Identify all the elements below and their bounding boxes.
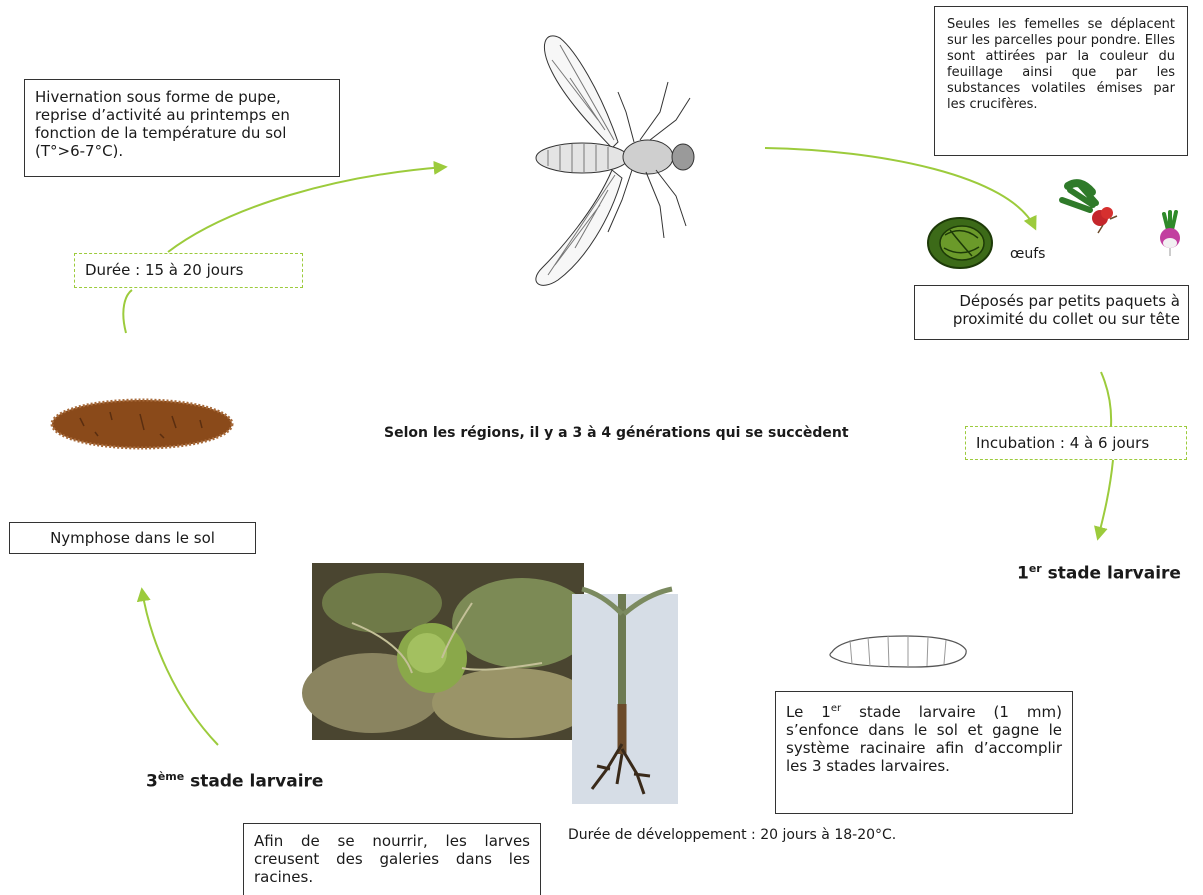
damaged-cabbage-photo — [312, 563, 584, 740]
stage3-number: 3 — [146, 772, 158, 792]
stage1-desc-a: Le 1 — [786, 703, 831, 721]
feeding-note: Afin de se nourrir, les larves creusent … — [243, 823, 541, 895]
feeding-text: Afin de se nourrir, les larves creusent … — [254, 832, 530, 886]
stage3-text: stade larvaire — [190, 772, 323, 792]
stage3-label: 3ème stade larvaire — [146, 770, 323, 792]
stage1-desc-sup: er — [831, 703, 841, 714]
development-duration: Durée de développement : 20 jours à 18-2… — [568, 827, 896, 843]
stage1-desc: Le 1er stade larvaire (1 mm) s’enfonce d… — [775, 691, 1073, 814]
stage3-sup: ème — [158, 770, 184, 783]
damaged-root-photo — [572, 594, 678, 804]
